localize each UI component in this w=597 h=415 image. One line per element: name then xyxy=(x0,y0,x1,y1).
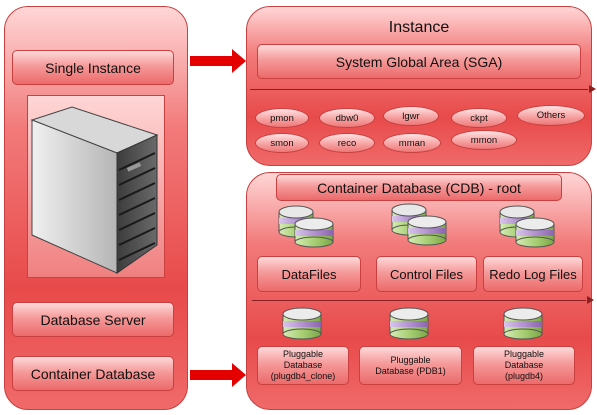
pdb-pdb1-line2: Database (PDB1) xyxy=(375,365,446,376)
pdb-plugdb4-clone-cylinder-icon xyxy=(282,307,322,340)
server-icon xyxy=(30,106,159,274)
pdb-plugdb4-clone-line1: Pluggable xyxy=(282,349,324,359)
process-dbw0: dbw0 xyxy=(319,108,375,128)
sga-box: System Global Area (SGA) xyxy=(257,44,581,79)
control-files-cylinder-icon xyxy=(391,203,447,246)
cdb-line-arrowhead xyxy=(587,296,594,304)
sga-line-arrowhead xyxy=(589,85,596,93)
pdb-plugdb4-line1: Pluggable xyxy=(503,349,545,359)
redo-log-files-cylinder-icon xyxy=(499,205,555,248)
single-instance-box: Single Instance xyxy=(12,50,174,85)
pdb-pdb1-cylinder-icon xyxy=(389,307,429,340)
control-files-box: Control Files xyxy=(376,256,477,292)
pdb-plugdb4-cylinder-icon xyxy=(503,307,543,340)
sga-line xyxy=(250,89,588,90)
pdb-plugdb4-box: Pluggable Database (plugdb4) xyxy=(473,346,575,385)
process-mmon: mmon xyxy=(451,130,517,150)
pdb-pdb1-line1: Pluggable xyxy=(390,354,431,365)
process-ckpt: ckpt xyxy=(451,108,507,128)
container-database-box: Container Database xyxy=(12,356,174,391)
pdb-plugdb4-clone-line3: (plugdb4_clone) xyxy=(270,371,336,381)
datafiles-box: DataFiles xyxy=(257,256,361,292)
process-pmon: pmon xyxy=(255,108,309,128)
redo-log-files-box: Redo Log Files xyxy=(483,256,583,292)
pdb-pdb1-box: Pluggable Database (PDB1) xyxy=(359,346,462,385)
pdb-plugdb4-clone-line2: Database xyxy=(283,360,323,370)
pdb-plugdb4-clone-box: Pluggable Database (plugdb4_clone) xyxy=(257,346,349,385)
database-server-box: Database Server xyxy=(12,302,174,337)
cdb-root-title: Container Database (CDB) - root xyxy=(276,174,562,201)
process-smon: smon xyxy=(255,133,309,153)
process-lgwr: lgwr xyxy=(383,106,439,126)
cdb-line xyxy=(252,300,586,301)
process-reco: reco xyxy=(319,133,375,153)
pdb-plugdb4-line3: (plugdb4) xyxy=(504,371,544,381)
datafiles-cylinder-icon xyxy=(278,205,334,248)
pdb-plugdb4-line2: Database xyxy=(504,360,544,370)
arrow-to-instance xyxy=(190,49,246,73)
process-mman: mman xyxy=(383,133,441,153)
arrow-to-cdb xyxy=(190,363,246,387)
instance-title: Instance xyxy=(388,19,450,36)
process-others: Others xyxy=(517,105,585,126)
